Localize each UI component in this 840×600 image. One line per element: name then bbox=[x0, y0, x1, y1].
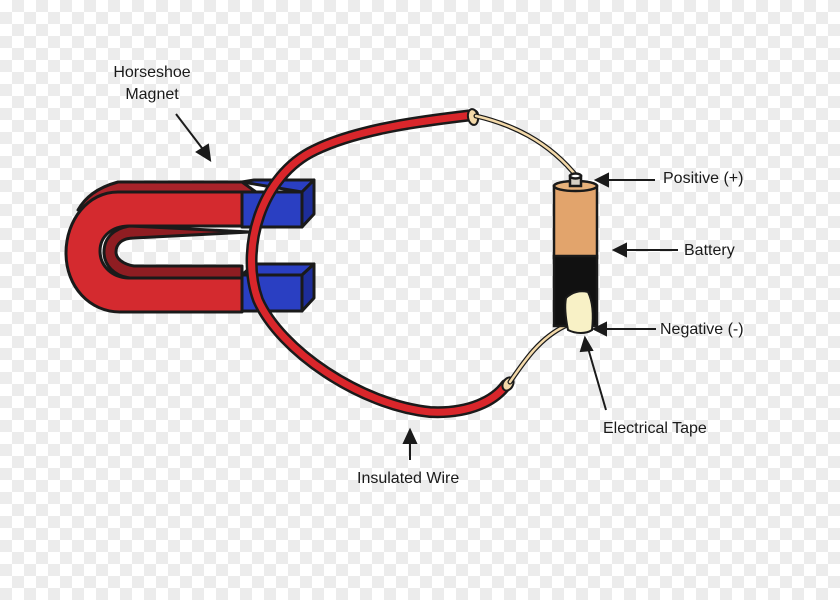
label-positive: Positive (+) bbox=[663, 170, 744, 187]
label-horseshoe-magnet-line2: Magnet bbox=[125, 86, 179, 103]
label-arrows bbox=[175, 113, 678, 460]
label-negative: Negative (-) bbox=[660, 321, 744, 338]
label-insulated-wire: Insulated Wire bbox=[357, 470, 460, 487]
label-horseshoe-magnet-line1: Horseshoe bbox=[113, 64, 191, 81]
label-electrical-tape: Electrical Tape bbox=[603, 420, 707, 437]
horseshoe-magnet bbox=[64, 180, 258, 314]
copper-leads bbox=[473, 113, 581, 385]
insulated-wire bbox=[245, 109, 512, 419]
label-battery: Battery bbox=[684, 242, 735, 259]
electrical-tape bbox=[564, 290, 594, 334]
